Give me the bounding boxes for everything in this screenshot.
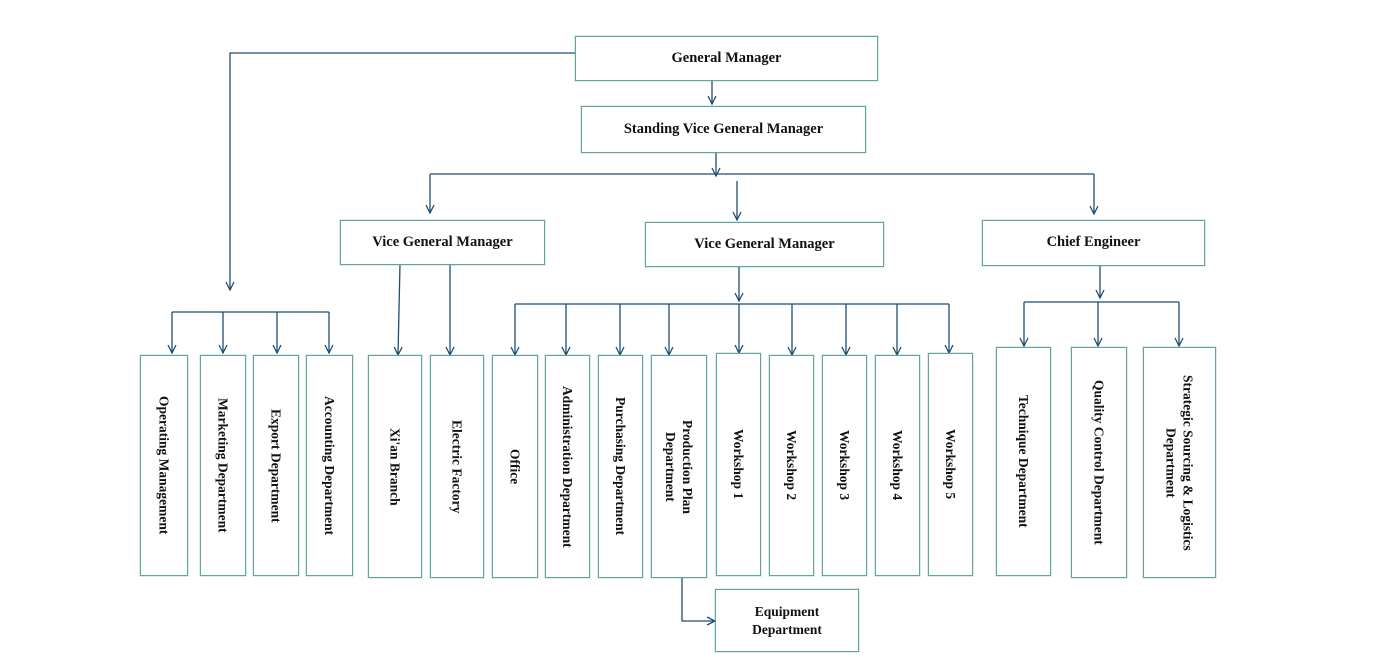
standing-vice-gm-label: Standing Vice General Manager bbox=[623, 120, 824, 137]
chief-engineer-box: Chief Engineer bbox=[982, 220, 1205, 266]
dept-office-label: Office bbox=[507, 448, 523, 485]
dept-electric-factory-label: Electric Factory bbox=[449, 419, 465, 514]
general-manager-box: General Manager bbox=[575, 36, 878, 81]
vice-gm-left-box: Vice General Manager bbox=[340, 220, 545, 265]
dept-export: Export Department bbox=[253, 355, 299, 576]
equipment-line1: Equipment bbox=[754, 603, 820, 619]
dept-workshop-2-label: Workshop 2 bbox=[784, 430, 799, 501]
dept-workshop-2: Workshop 2 bbox=[769, 355, 814, 576]
dept-office: Office bbox=[492, 355, 538, 578]
dept-export-label: Export Department bbox=[268, 408, 284, 523]
dept-workshop-5-label: Workshop 5 bbox=[943, 429, 958, 500]
dept-technique: Technique Department bbox=[996, 347, 1051, 576]
dept-quality-control: Quality Control Department bbox=[1071, 347, 1127, 578]
dept-accounting: Accounting Department bbox=[306, 355, 353, 576]
dept-strategic-sourcing-line1: Strategic Sourcing & Logistics bbox=[1180, 374, 1196, 551]
dept-accounting-label: Accounting Department bbox=[322, 395, 337, 536]
dept-production-plan-line2: Department bbox=[663, 431, 678, 502]
dept-marketing-label: Marketing Department bbox=[215, 398, 231, 533]
general-manager-label: General Manager bbox=[671, 49, 782, 66]
vice-gm-center-box: Vice General Manager bbox=[645, 222, 884, 267]
dept-purchasing: Purchasing Department bbox=[598, 355, 643, 578]
dept-workshop-4: Workshop 4 bbox=[875, 355, 920, 576]
dept-administration: Administration Department bbox=[545, 355, 590, 578]
edge-equipment bbox=[681, 578, 715, 621]
dept-workshop-5: Workshop 5 bbox=[928, 353, 973, 576]
edge-gm-left-group bbox=[230, 52, 575, 290]
dept-workshop-1: Workshop 1 bbox=[716, 353, 761, 576]
chief-engineer-label: Chief Engineer bbox=[1046, 234, 1141, 251]
dept-workshop-1-label: Workshop 1 bbox=[731, 429, 746, 500]
dept-electric-factory: Electric Factory bbox=[430, 355, 484, 578]
dept-workshop-4-label: Workshop 4 bbox=[890, 430, 905, 501]
dept-administration-label: Administration Department bbox=[560, 385, 575, 548]
edge-xian bbox=[398, 263, 400, 355]
dept-production-plan-line1: Production Plan bbox=[680, 419, 695, 514]
dept-quality-control-label: Quality Control Department bbox=[1091, 380, 1107, 545]
dept-xian-branch-label: Xi'an Branch bbox=[387, 427, 403, 506]
equipment-line2: Department bbox=[752, 621, 822, 637]
dept-strategic-sourcing-line2: Department bbox=[1163, 427, 1179, 498]
standing-vice-gm-box: Standing Vice General Manager bbox=[581, 106, 866, 153]
dept-workshop-3: Workshop 3 bbox=[822, 355, 867, 576]
vice-gm-center-label: Vice General Manager bbox=[694, 235, 835, 252]
dept-purchasing-label: Purchasing Department bbox=[613, 397, 628, 536]
dept-xian-branch: Xi'an Branch bbox=[368, 355, 422, 578]
dept-operating-management: Operating Management bbox=[140, 355, 188, 576]
dept-workshop-3-label: Workshop 3 bbox=[837, 430, 852, 501]
vice-gm-left-label: Vice General Manager bbox=[372, 233, 513, 250]
dept-marketing: Marketing Department bbox=[200, 355, 246, 576]
dept-technique-label: Technique Department bbox=[1016, 395, 1031, 528]
dept-operating-management-label: Operating Management bbox=[156, 396, 172, 535]
